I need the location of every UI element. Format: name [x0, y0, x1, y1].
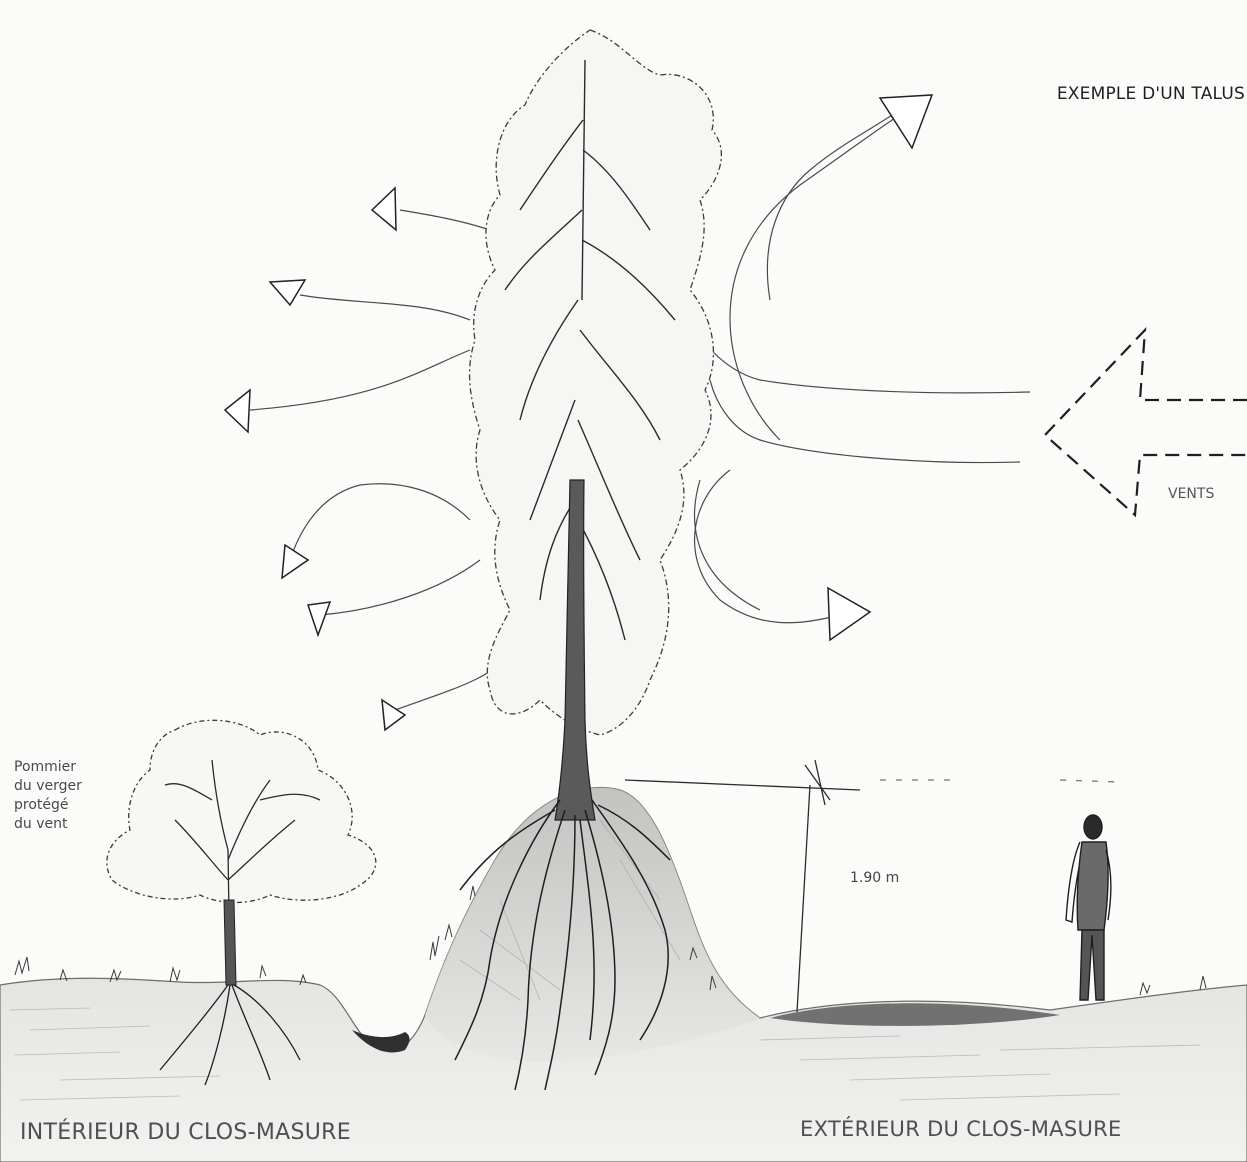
interior-label: INTÉRIEUR DU CLOS-MASURE — [20, 1120, 351, 1145]
apple-tree-note-line: Pommier — [14, 758, 124, 777]
height-label: 1.90 m — [850, 870, 899, 886]
person-figure — [1066, 815, 1111, 1000]
diagram-title: EXEMPLE D'UN TALUS — [1057, 84, 1245, 104]
apple-tree-note-line: protégé — [14, 796, 124, 815]
exterior-label: EXTÉRIEUR DU CLOS-MASURE — [800, 1117, 1122, 1141]
apple-tree-note-line: du verger — [14, 777, 124, 796]
apple-tree-note: Pommier du verger protégé du vent — [14, 758, 124, 834]
apple-tree-note-line: du vent — [14, 815, 124, 834]
wind-arrow — [1045, 330, 1247, 515]
wind-label: VENTS — [1168, 486, 1214, 502]
